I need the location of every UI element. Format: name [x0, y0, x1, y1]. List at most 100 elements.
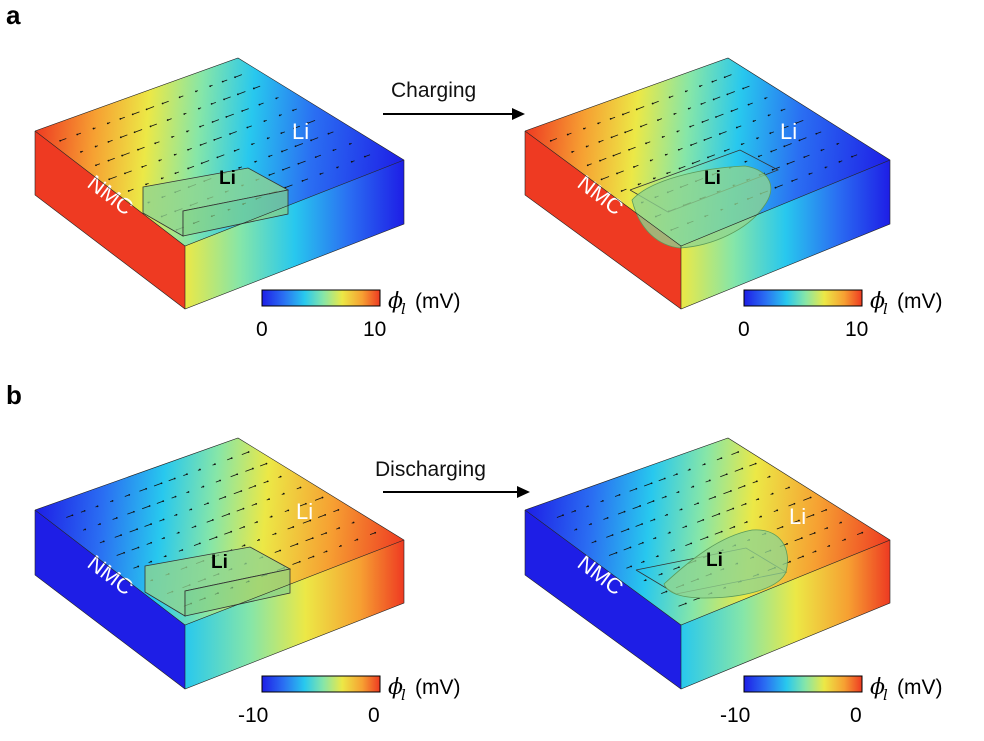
flux-arrow-head — [150, 541, 153, 544]
flux-arrow-head — [252, 87, 255, 90]
flux-arrow-head — [574, 509, 577, 512]
flux-arrow-head — [166, 119, 169, 121]
li-top-label: Li — [296, 499, 313, 524]
battery-box-a-left: Li Li NMC — [34, 57, 405, 310]
flux-arrow-head — [350, 160, 353, 163]
flux-arrow-head — [685, 525, 688, 528]
flux-arrow-head — [677, 148, 680, 151]
flux-arrow — [797, 556, 804, 559]
li-block-label: Li — [211, 552, 228, 573]
flux-arrow — [693, 597, 700, 601]
process-arrow-discharging: Discharging — [375, 458, 530, 498]
flux-arrow — [851, 154, 858, 158]
flux-arrow — [134, 129, 143, 133]
flux-arrow — [606, 534, 613, 538]
flux-arrow-head — [755, 480, 758, 483]
flux-arrow-head — [265, 462, 268, 465]
flux-arrow-head — [760, 515, 762, 518]
colorbar-min: 0 — [256, 318, 268, 341]
flux-arrow-head — [769, 132, 772, 135]
flux-arrow-head — [571, 151, 574, 153]
flux-arrow-head — [800, 537, 803, 539]
flux-arrow — [772, 166, 780, 171]
lithium-block-front — [182, 189, 289, 237]
flux-arrow-head — [637, 183, 640, 186]
flux-arrow — [678, 603, 686, 607]
colorbar-unit: (mV) — [415, 676, 461, 699]
flux-arrow-head — [310, 139, 313, 142]
flux-arrow-head — [808, 173, 811, 175]
flux-arrow-head — [251, 143, 253, 146]
flux-arrow-head — [223, 98, 225, 101]
flux-arrow-head — [699, 85, 701, 88]
flux-arrow-head — [279, 475, 282, 478]
flux-arrow-head — [562, 514, 564, 517]
flux-arrow-head — [678, 566, 680, 569]
flux-arrow-head — [668, 96, 671, 99]
flux-arrow — [224, 531, 232, 535]
flux-arrow-head — [783, 145, 786, 148]
flux-arrow-head — [107, 140, 110, 143]
flux-arrow-head — [186, 130, 188, 133]
flux-arrow-head — [137, 148, 139, 151]
li-block-label: Li — [704, 168, 721, 189]
flux-arrow-head — [247, 451, 250, 453]
flux-arrow — [201, 160, 210, 164]
flux-arrow — [193, 543, 201, 546]
flux-arrow-head — [714, 495, 717, 498]
box-outline — [524, 437, 891, 690]
flux-arrow-head — [812, 513, 815, 516]
flux-arrow-head — [673, 549, 675, 551]
flux-arrow — [708, 496, 716, 500]
flux-arrow-head — [609, 118, 612, 120]
flux-arrow — [236, 508, 244, 512]
flux-arrow — [315, 154, 322, 158]
flux-arrow-head — [246, 126, 249, 129]
flux-arrow-head — [237, 93, 239, 96]
colorbar-gradient — [743, 675, 863, 693]
colorbar-unit: (mV) — [415, 290, 461, 313]
flux-arrow — [803, 497, 811, 501]
flux-arrow — [150, 123, 157, 127]
flux-arrow-head — [119, 117, 122, 120]
flux-arrow-head — [294, 145, 297, 148]
flux-arrow — [229, 131, 237, 135]
flux-arrow-head — [145, 183, 147, 186]
process-label: Discharging — [375, 458, 486, 481]
flux-arrow-head — [615, 551, 618, 554]
colorbar-gradient — [261, 675, 381, 693]
flux-arrow-head — [629, 546, 632, 549]
flux-arrow — [129, 528, 138, 533]
flux-arrow — [715, 113, 724, 118]
flux-arrow — [794, 537, 802, 542]
flux-arrow — [287, 526, 294, 530]
flux-arrow-head — [234, 76, 236, 79]
flux-arrow-head — [575, 528, 578, 531]
li-top-label: Li — [780, 119, 797, 144]
flux-arrow — [153, 482, 162, 487]
flux-arrow-head — [702, 518, 705, 521]
flux-arrow — [795, 120, 804, 124]
flux-arrow — [109, 176, 117, 180]
flux-arrow — [293, 125, 301, 129]
flux-arrow-head — [348, 143, 351, 145]
flux-arrow-head — [691, 162, 694, 165]
flux-arrow-head — [590, 523, 592, 525]
flux-arrow-head — [639, 505, 642, 507]
flux-arrow-head — [640, 125, 642, 128]
flux-arrow-head — [186, 473, 188, 476]
flux-arrow — [214, 136, 222, 141]
colorbar-unit: (mV) — [897, 290, 943, 313]
flux-arrow-head — [187, 148, 189, 151]
flux-arrow-head — [339, 544, 342, 547]
flux-arrow-head — [771, 168, 774, 171]
flux-arrow-head — [84, 528, 87, 531]
flux-arrow-head — [221, 80, 224, 83]
flux-arrow-head — [214, 463, 216, 466]
flux-arrow — [622, 111, 630, 115]
flux-arrow — [281, 148, 288, 152]
flux-arrow-head — [314, 156, 317, 159]
flux-arrow-head — [243, 525, 246, 528]
flux-arrow-head — [606, 517, 609, 519]
flux-arrow — [726, 508, 734, 512]
